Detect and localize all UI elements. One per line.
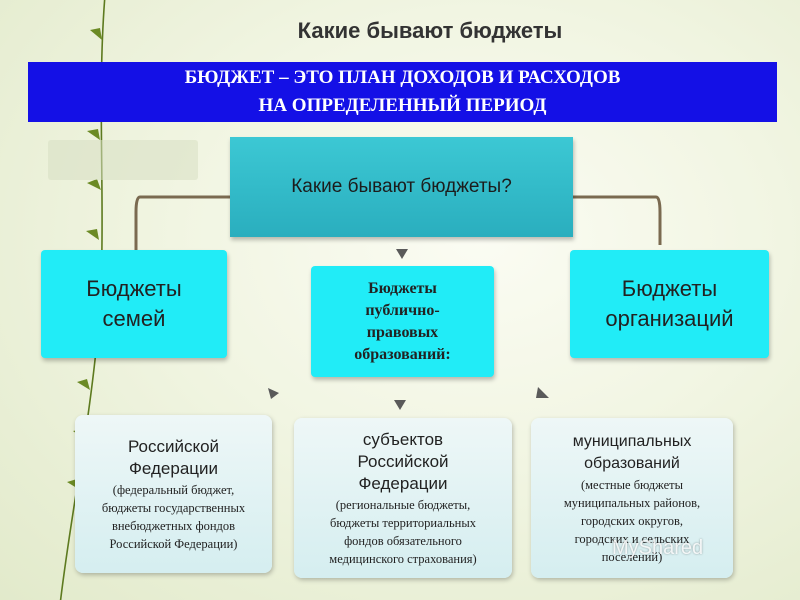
decorative-rectangle (48, 140, 198, 180)
page-title: Какие бывают бюджеты (297, 18, 563, 43)
regional-sub-line-2: бюджеты территориальных (329, 516, 477, 530)
federal-sub-line-4: Российской Федерации) (109, 537, 238, 551)
arrow-down-icon (394, 400, 406, 410)
municipal-sub-line-5: поселений) (601, 550, 663, 564)
regional-sub-line-4: медицинского страхования) (329, 552, 477, 566)
root-question-box: Какие бывают бюджеты? (230, 137, 573, 237)
connector-families (134, 195, 230, 250)
federal-sub-line-1: (федеральный бюджет, (112, 483, 235, 497)
public-budgets-line-2: публично- (365, 301, 440, 319)
org-budgets-line-1: Бюджеты (621, 276, 718, 301)
arrow-left-icon (268, 388, 279, 399)
municipal-sub-line-2: муниципальных районов, (563, 496, 701, 510)
root-question-label: Какие бывают бюджеты? (291, 176, 512, 197)
family-budgets-line-1: Бюджеты (86, 276, 182, 301)
regional-sub-line-3: фондов обязательного (344, 534, 462, 548)
municipal-sub-line-3: городских округов, (580, 514, 683, 528)
regional-main-line-3: Федерации (358, 474, 448, 493)
regional-main-line-2: Российской (357, 452, 449, 471)
municipal-level-box: муниципальных образований (местные бюдже… (531, 418, 733, 578)
definition-banner: БЮДЖЕТ – ЭТО ПЛАН ДОХОДОВ И РАСХОДОВ НА … (28, 62, 777, 122)
public-entity-budgets-box: Бюджеты публично- правовых образований: (311, 266, 494, 377)
regional-main-line-1: субъектов (362, 430, 444, 449)
federal-sub-line-3: внебюджетных фондов (111, 519, 236, 533)
arrow-down-icon (396, 249, 408, 259)
federal-main-line-2: Федерации (128, 459, 219, 478)
federal-sub-line-2: бюджеты государственных (101, 501, 246, 515)
federal-level-box: Российской Федерации (федеральный бюджет… (75, 415, 272, 573)
municipal-sub-line-1: (местные бюджеты (580, 478, 683, 492)
organization-budgets-box: Бюджеты организаций (570, 250, 769, 358)
public-budgets-line-3: правовых (366, 323, 439, 341)
banner-line-1: БЮДЖЕТ – ЭТО ПЛАН ДОХОДОВ И РАСХОДОВ (184, 67, 621, 88)
federal-main-line-1: Российской (127, 437, 220, 456)
municipal-main-line-2: образований (584, 455, 680, 472)
municipal-main-line-1: муниципальных (572, 433, 692, 450)
banner-line-2: НА ОПРЕДЕЛЕННЫЙ ПЕРИОД (258, 95, 547, 116)
regional-level-box: субъектов Российской Федерации (регионал… (294, 418, 512, 578)
connector-organizations (573, 195, 662, 245)
regional-sub-line-1: (региональные бюджеты, (335, 498, 471, 512)
watermark-logo: MyShared (612, 537, 704, 559)
public-budgets-line-4: образований: (354, 345, 451, 363)
org-budgets-line-2: организаций (605, 306, 734, 331)
municipal-sub-line-4: городских и сельских (574, 532, 690, 546)
arrow-right-icon (536, 387, 549, 398)
family-budgets-box: Бюджеты семей (41, 250, 227, 358)
family-budgets-line-2: семей (102, 306, 166, 331)
public-budgets-line-1: Бюджеты (368, 279, 437, 297)
